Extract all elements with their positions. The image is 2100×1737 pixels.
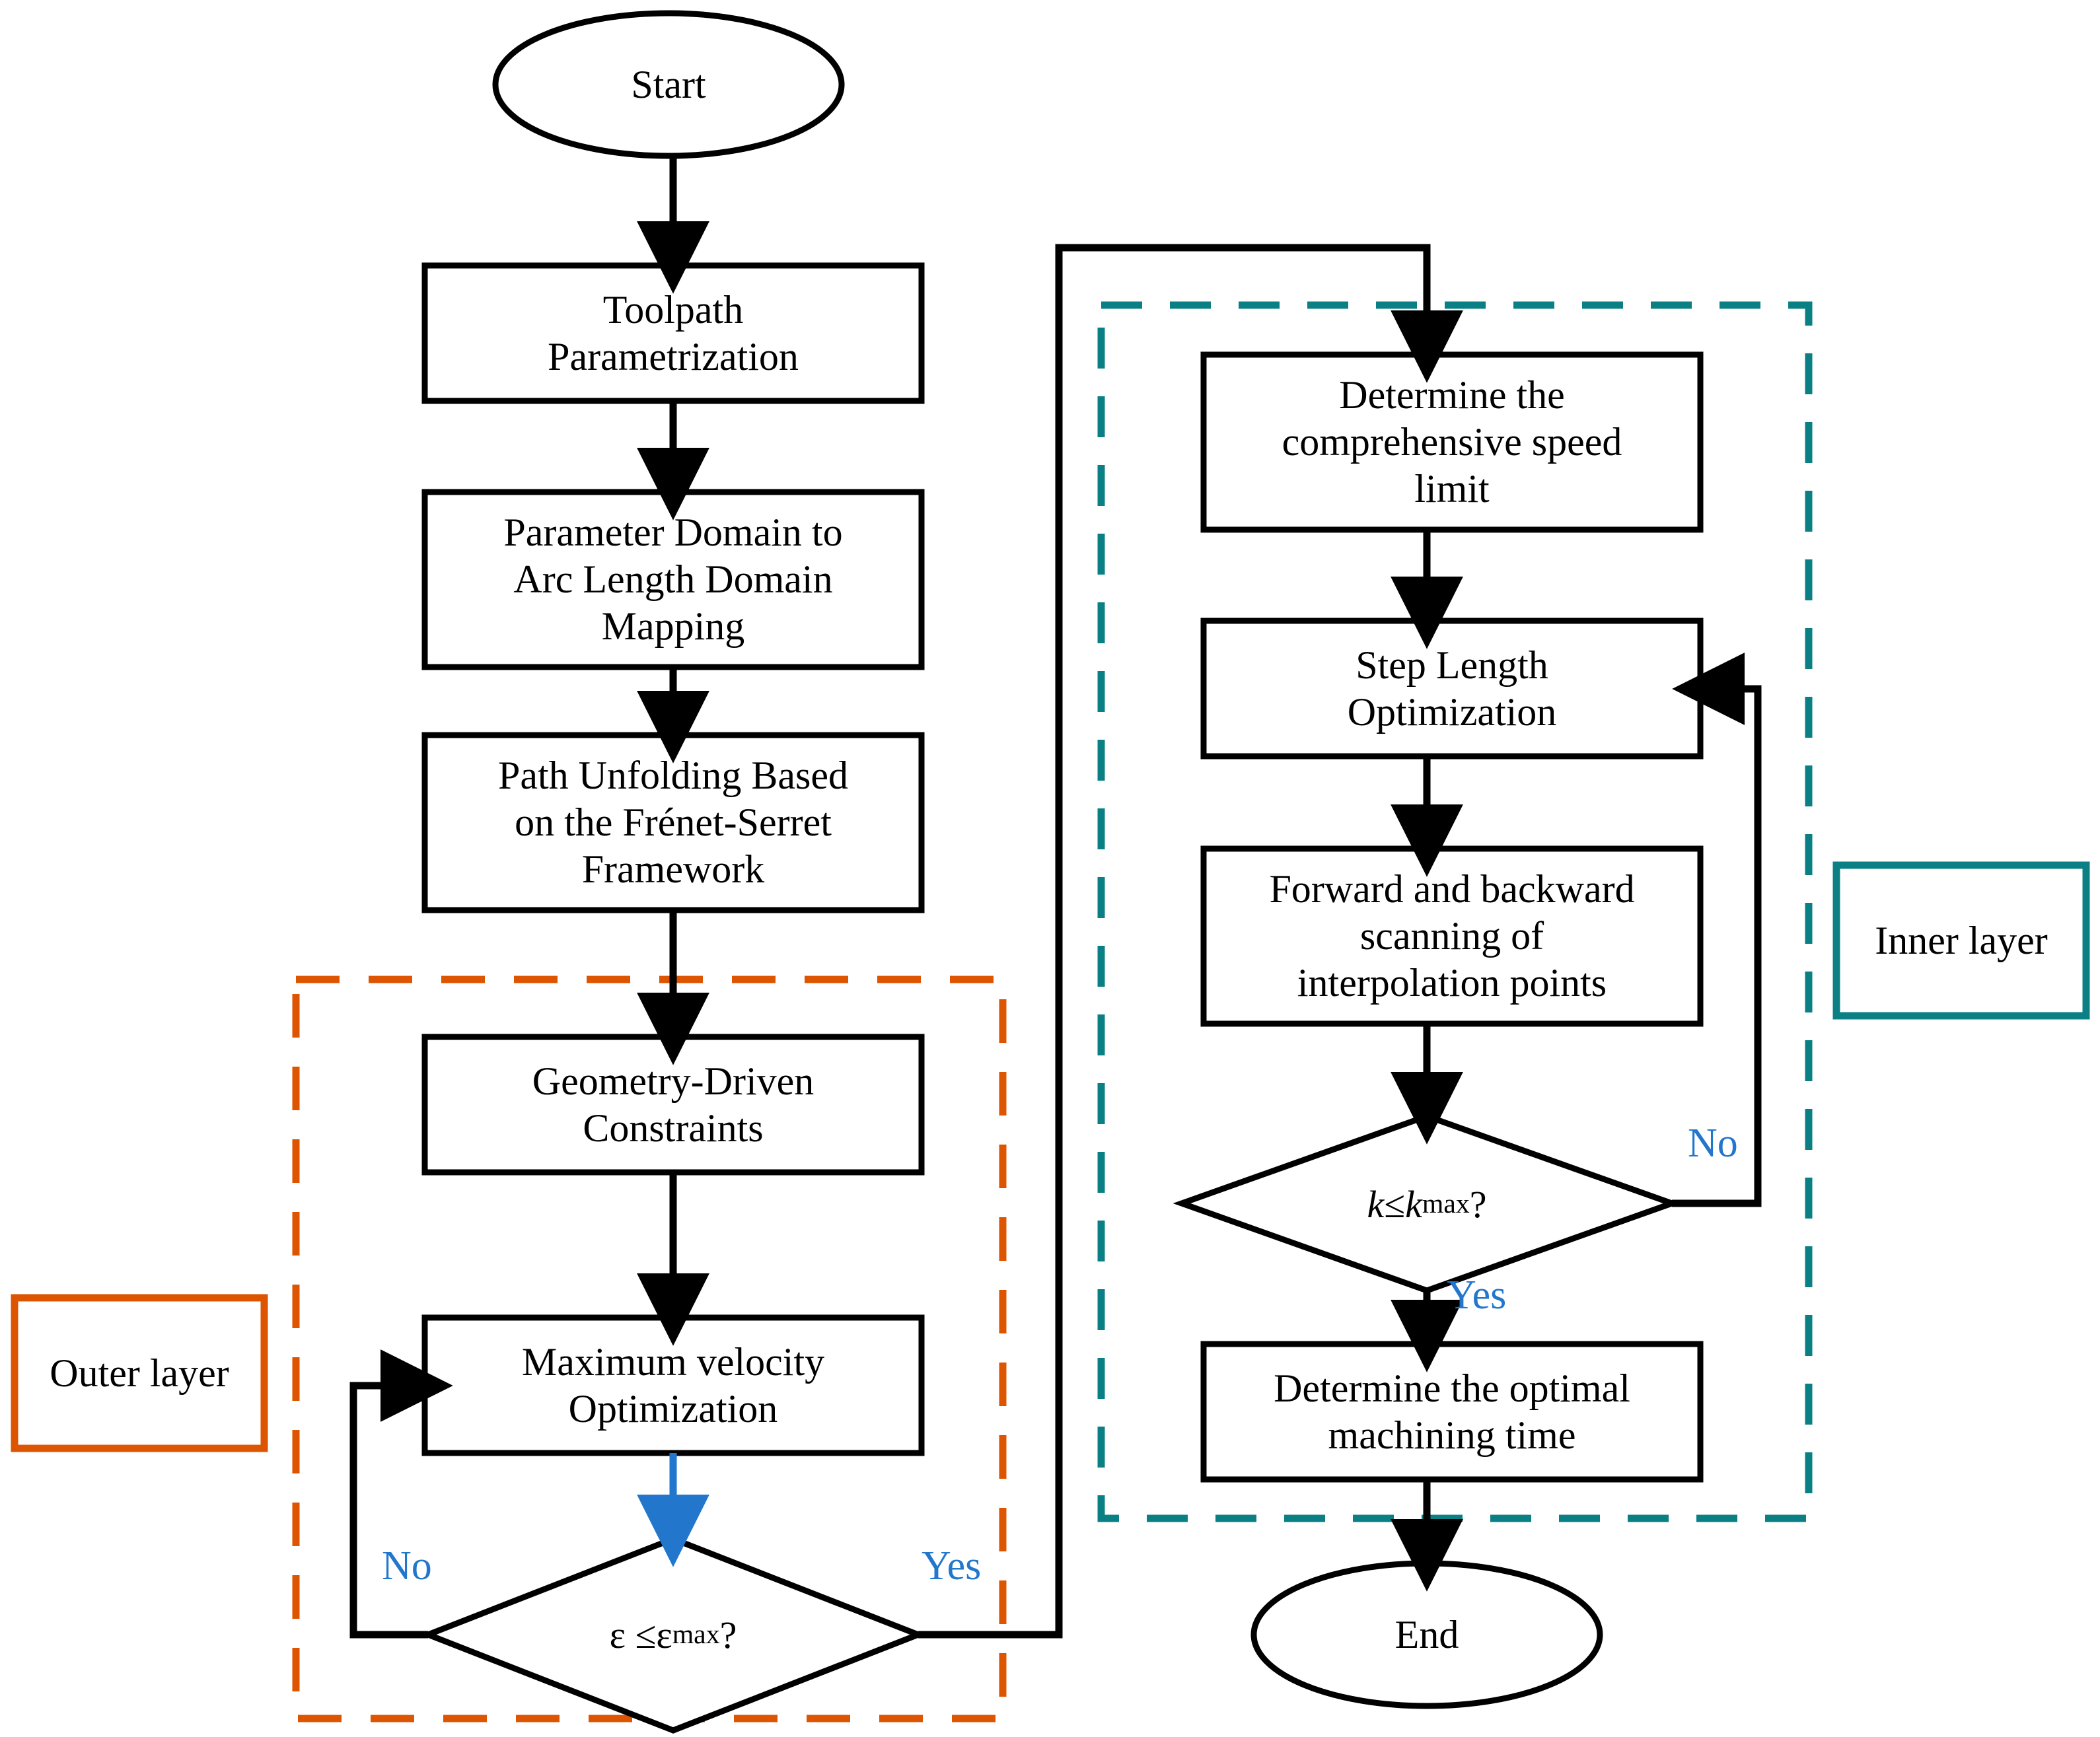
end-node-shape xyxy=(1250,1560,1603,1709)
outer-layer-legend-label: Outer layer xyxy=(50,1351,229,1395)
k-decision-relation: ≤ xyxy=(1384,1182,1406,1226)
machining-time-shape xyxy=(1200,1341,1704,1483)
inner-layer-legend-label: Inner layer xyxy=(1875,918,2048,962)
toolpath-parametrization-shape xyxy=(421,262,925,404)
domain-mapping-shape xyxy=(421,489,925,670)
geometry-constraints-shape xyxy=(421,1034,925,1176)
epsilon-decision-shape xyxy=(419,1536,927,1734)
k-decision-variable: k xyxy=(1367,1182,1385,1226)
k-branch-yes-label: Yes xyxy=(1447,1273,1507,1318)
speed-limit-shape xyxy=(1200,351,1704,533)
step-length-shape xyxy=(1200,618,1704,760)
edge-kdecision-no-feedback xyxy=(1672,653,1762,1207)
inner-layer-legend-box xyxy=(1832,861,2090,1020)
k-decision-limit-variable: k xyxy=(1405,1182,1422,1226)
inner-layer-group-frame xyxy=(1097,301,1813,1522)
epsilon-decision-subscript: max xyxy=(672,1619,720,1650)
epsilon-decision-question: ? xyxy=(719,1613,737,1656)
scanning-shape xyxy=(1200,845,1704,1027)
max-velocity-shape xyxy=(421,1314,925,1456)
outer-layer-legend-box xyxy=(11,1294,268,1452)
k-decision-question: ? xyxy=(1469,1182,1487,1226)
epsilon-branch-no-label: No xyxy=(382,1543,432,1588)
edge-epsilon-no-feedback xyxy=(349,1349,453,1639)
k-branch-no-label: No xyxy=(1688,1121,1738,1166)
k-decision-subscript: max xyxy=(1422,1189,1470,1219)
start-node-shape xyxy=(492,10,845,159)
epsilon-branch-yes-label: Yes xyxy=(922,1543,982,1588)
edge-epsilon-yes-to-inner-layer xyxy=(918,244,1463,1639)
epsilon-decision-expression: ε ≤ε xyxy=(609,1613,672,1656)
path-unfolding-shape xyxy=(421,732,925,913)
